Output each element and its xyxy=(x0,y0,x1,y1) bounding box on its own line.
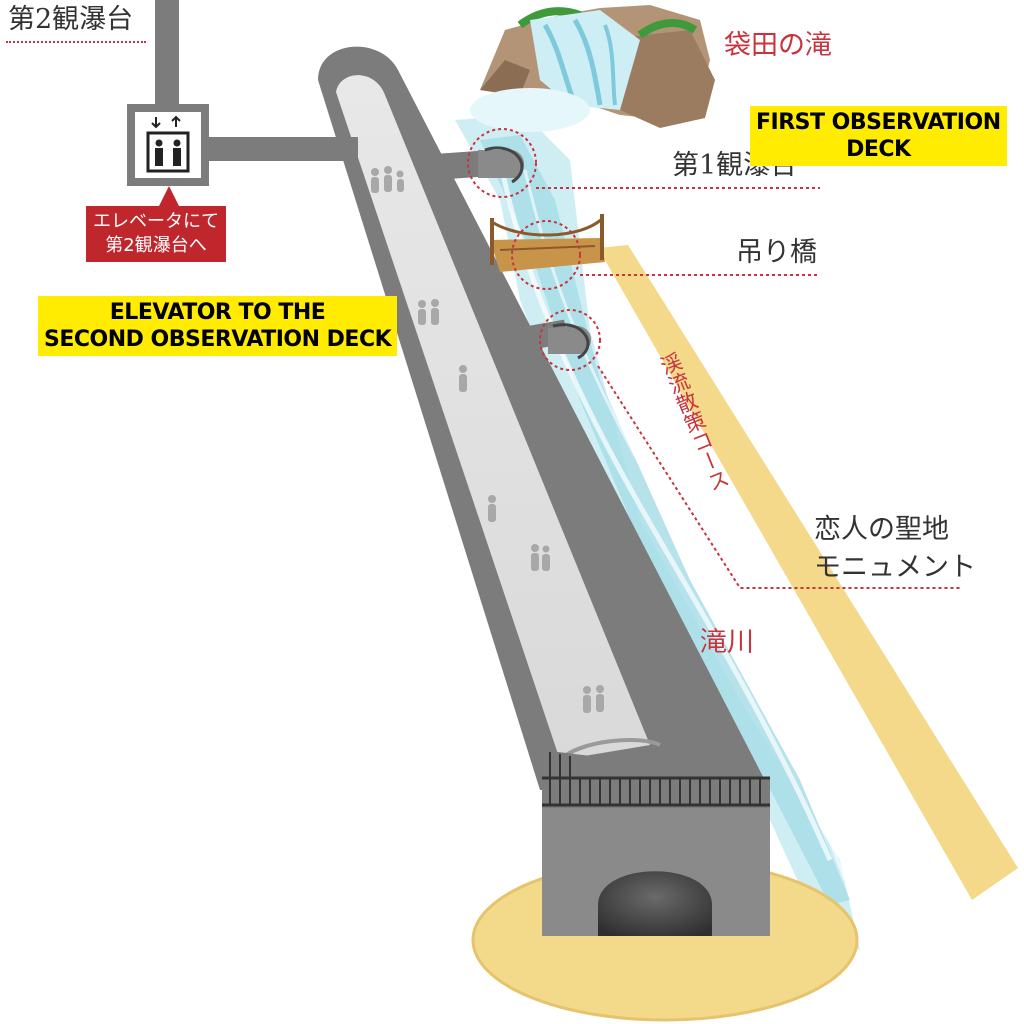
entrance-railing xyxy=(542,750,770,808)
suspension-bridge xyxy=(490,214,605,272)
elevator-note-line2: 第2観瀑台へ xyxy=(105,235,207,256)
people-icon xyxy=(371,166,604,713)
elevator-english-line2: SECOND OBSERVATION DECK xyxy=(44,327,392,352)
waterfall-label: 袋田の滝 xyxy=(724,30,832,61)
lovers-monument-line2: モニュメント xyxy=(814,552,976,583)
elevator-icon xyxy=(127,104,209,186)
elevator-note: エレベータにて 第2観瀑台へ xyxy=(86,206,226,262)
first-deck-english-line1: FIRST OBSERVATION xyxy=(756,110,1001,135)
stream-walking-path xyxy=(598,245,1018,900)
second-deck-label: 第2観瀑台 xyxy=(8,4,134,35)
elevator-corridor xyxy=(208,137,358,161)
first-deck-english-line2: DECK xyxy=(846,137,911,162)
lovers-monument-label: 恋人の聖地 モニュメント xyxy=(814,511,976,587)
first-deck-english-label: FIRST OBSERVATION DECK xyxy=(750,106,1007,166)
river-label: 滝川 xyxy=(700,627,754,658)
second-deck-underline xyxy=(6,41,146,43)
lower-observation-deck xyxy=(548,323,592,360)
elevator-shaft xyxy=(155,0,179,108)
elevator-english-line1: ELEVATOR TO THE xyxy=(109,300,326,325)
tunnel-entrance xyxy=(542,808,770,936)
waterfall-illustration xyxy=(470,5,715,132)
first-deck-marker xyxy=(467,128,537,198)
lovers-monument-line1: 恋人の聖地 xyxy=(814,514,949,545)
bridge-label: 吊り橋 xyxy=(736,237,817,268)
bridge-marker xyxy=(511,220,581,290)
elevator-note-pointer xyxy=(158,186,180,208)
elevator-english-label: ELEVATOR TO THE SECOND OBSERVATION DECK xyxy=(38,296,398,356)
lower-deck-marker xyxy=(539,309,601,371)
elevator-note-line1: エレベータにて xyxy=(93,211,219,232)
first-observation-deck xyxy=(478,146,525,184)
